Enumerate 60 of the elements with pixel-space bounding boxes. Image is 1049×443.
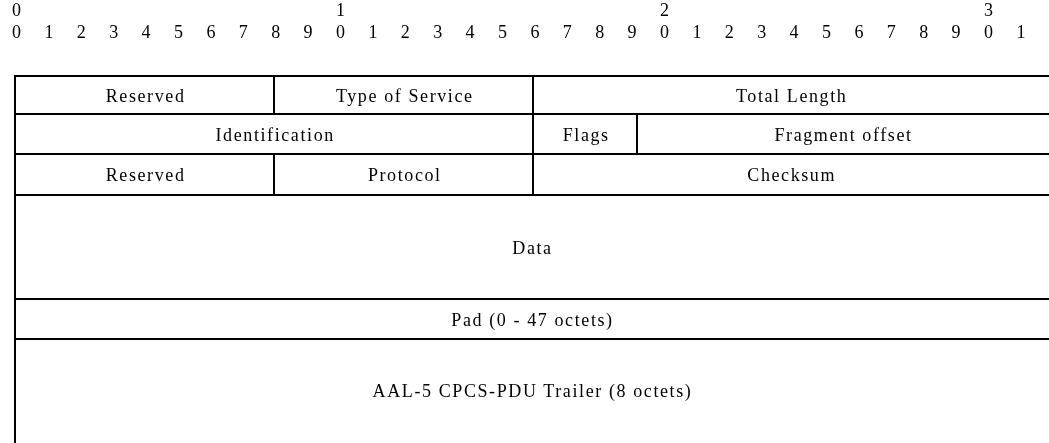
field-name: Type of Service xyxy=(335,85,474,107)
bit-number: 4 xyxy=(465,22,475,42)
bit-number: 0 xyxy=(12,22,21,42)
field-name: Checksum xyxy=(747,165,837,186)
bit-number: 9 xyxy=(951,22,961,42)
bit-number: 2 xyxy=(76,22,86,42)
field-box xyxy=(14,194,1049,300)
bit-number: 8 xyxy=(271,22,281,42)
field-name: Flags xyxy=(562,124,610,146)
bit-number: 4 xyxy=(141,22,151,42)
bit-number: 7 xyxy=(562,22,572,42)
field-box xyxy=(273,75,535,115)
bit-number: 1 xyxy=(44,22,54,42)
bit-number: 9 xyxy=(303,22,313,42)
field-box xyxy=(532,75,1049,115)
bit-number: 1 xyxy=(692,22,702,42)
field-box xyxy=(273,153,535,196)
bit-number: 3 xyxy=(109,22,119,42)
bit-number: 2 xyxy=(724,22,734,42)
field-box xyxy=(532,113,639,155)
bit-decade-number: 1 xyxy=(336,0,345,20)
bit-number: 1 xyxy=(368,22,378,42)
field-box xyxy=(636,113,1049,155)
field-box xyxy=(14,113,535,155)
field-name: Reserved xyxy=(105,165,186,186)
bit-decade-number: 3 xyxy=(984,0,993,20)
bit-number: 5 xyxy=(822,22,831,42)
field-name: Total Length xyxy=(735,85,848,107)
bit-number: 5 xyxy=(498,22,507,42)
bit-number: 3 xyxy=(757,22,767,42)
bit-decade-number: 0 xyxy=(12,0,21,20)
field-box xyxy=(532,153,1049,196)
bit-number: 7 xyxy=(886,22,896,42)
bit-number: 6 xyxy=(854,22,864,42)
bit-number: 9 xyxy=(627,22,637,42)
bit-number: 0 xyxy=(984,22,993,42)
field-name: Identification xyxy=(215,124,335,146)
bit-number: 3 xyxy=(433,22,443,42)
bit-number: 5 xyxy=(174,22,183,42)
bit-number: 1 xyxy=(1016,22,1026,42)
bit-number: 0 xyxy=(336,22,345,42)
bit-number: 8 xyxy=(595,22,605,42)
bit-decade-number: 2 xyxy=(660,0,669,20)
field-box xyxy=(14,153,276,196)
bit-number: 0 xyxy=(660,22,669,42)
bit-number: 7 xyxy=(238,22,248,42)
field-name: AAL-5 CPCS-PDU Trailer (8 octets) xyxy=(372,381,693,402)
bit-number: 6 xyxy=(530,22,540,42)
bit-number: 4 xyxy=(789,22,799,42)
field-name: Reserved xyxy=(105,85,186,107)
bit-number: 8 xyxy=(919,22,929,42)
field-name: Protocol xyxy=(367,165,442,186)
field-name: Pad (0 - 47 octets) xyxy=(451,309,614,331)
field-box xyxy=(14,75,276,115)
bit-number: 6 xyxy=(206,22,216,42)
field-box xyxy=(14,338,1049,443)
field-name: Data xyxy=(512,237,553,259)
bit-number: 2 xyxy=(400,22,410,42)
field-name: Fragment offset xyxy=(774,124,913,146)
field-box xyxy=(14,298,1049,340)
